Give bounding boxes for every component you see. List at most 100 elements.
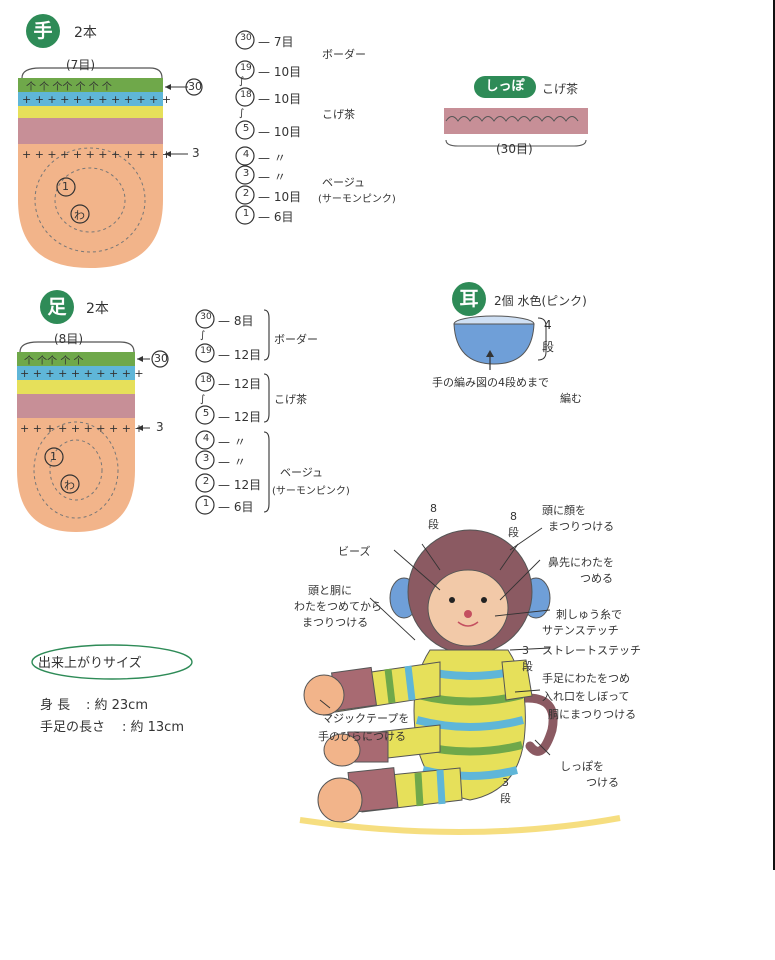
hand-row-text: — 〃 xyxy=(258,151,286,165)
foot-row-text: — 12目 xyxy=(218,410,262,424)
note-emb-2: サテンステッチ xyxy=(542,624,619,637)
note-magic-2: 手のひらにつける xyxy=(318,730,406,743)
foot-row-marker-mid: 3 xyxy=(156,420,164,434)
hand-row-text: — 6目 xyxy=(258,210,294,224)
note-rows-3a: 3 xyxy=(522,644,529,657)
note-emb-1: 刺しゅう糸で xyxy=(556,608,622,621)
size-title-oval xyxy=(31,644,193,680)
hand-row-num: 30 xyxy=(240,33,252,43)
hand-center-1-circle xyxy=(56,177,76,197)
hand-row-text: — 10目 xyxy=(258,190,302,204)
foot-group-brown: こげ茶 xyxy=(274,393,307,406)
ear-rows-unit: 段 xyxy=(542,340,555,354)
foot-row-text: — 8目 xyxy=(218,314,254,328)
foot-row-num: 5 xyxy=(202,408,210,419)
svg-text:+ + + + + + + + + +: + + + + + + + + + + xyxy=(20,367,144,380)
foot-badge: 足 xyxy=(40,290,74,324)
ear-rows-num: 4 xyxy=(544,318,552,332)
hand-row-text: — 〃 xyxy=(258,170,286,184)
note-rows-8b: 8 xyxy=(510,510,517,523)
note-head-3: まつりつける xyxy=(302,616,369,629)
ear-badge: 耳 xyxy=(452,282,486,316)
svg-text:个 个个 个 个: 个 个个 个 个 xyxy=(24,355,84,367)
hand-body-salmon xyxy=(18,144,163,268)
svg-text:∫: ∫ xyxy=(239,76,244,87)
hand-row-num: 19 xyxy=(240,63,252,73)
hand-row-num: 3 xyxy=(242,168,250,179)
note-dan-d: 段 xyxy=(500,792,511,805)
hand-count: 2本 xyxy=(74,25,97,41)
hand-row-text: — 10目 xyxy=(258,125,302,139)
hand-band-yellow xyxy=(18,106,163,118)
hand-row-text: — 10目 xyxy=(258,92,302,106)
hand-row-text: — 10目 xyxy=(258,65,302,79)
note-dan-b: 段 xyxy=(508,526,519,539)
note-limbs-1: 手足にわたをつめ xyxy=(542,672,630,685)
foot-top-stitches: (8目) xyxy=(54,332,83,346)
hand-stitch-row: + + + + + + + + + + + + xyxy=(22,148,171,161)
foot-row-text: — 12目 xyxy=(218,377,262,391)
hand-group-salmon: (サーモンピンク) xyxy=(318,194,396,205)
foot-row-text: — 6目 xyxy=(218,500,254,514)
tail-color: こげ茶 xyxy=(542,82,579,96)
hand-group-brown: こげ茶 xyxy=(322,108,355,121)
note-limbs-3: 胴にまつりつける xyxy=(548,708,637,721)
note-face-1: 頭に顔を xyxy=(542,504,586,517)
hand-legend-circles xyxy=(235,30,255,225)
foot-row-text: — 12目 xyxy=(218,478,262,492)
svg-text:∫: ∫ xyxy=(239,108,244,119)
note-limbs-2: 入れ口をしぼって xyxy=(542,690,630,703)
foot-row-num: 18 xyxy=(200,375,212,385)
foot-row-text: — 〃 xyxy=(218,455,246,469)
hand-top-stitches: (7目) xyxy=(66,58,95,72)
hand-diagram: + + + + + + + + + + + + + + + + + + + + … xyxy=(18,30,255,268)
foot-row-text: — 〃 xyxy=(218,435,246,449)
foot-row-text: — 12目 xyxy=(218,348,262,362)
tail-diagram xyxy=(444,108,588,147)
hand-stitch-row: 个 个 个个 个 个 个 xyxy=(26,81,112,93)
note-nose-1: 鼻先にわたを xyxy=(548,556,614,569)
ear-desc: 2個 水色(ピンク) xyxy=(494,294,587,308)
hand-stitch-row: + + + + + + + + + + + + xyxy=(22,93,171,106)
hand-band-brown xyxy=(18,118,163,144)
hand-row-text: — 7目 xyxy=(258,35,294,49)
hand-band-blue xyxy=(18,92,163,106)
hand-row-num: 5 xyxy=(242,123,250,134)
hand-top-bracket xyxy=(21,67,163,79)
foot-row-marker-top: 30 xyxy=(154,352,168,365)
svg-text:+ + + + + + + + + +: + + + + + + + + + + xyxy=(20,422,144,435)
hand-row-num: 1 xyxy=(242,208,250,219)
hand-center-wa: わ xyxy=(74,209,85,222)
foot-row-num: 30 xyxy=(200,312,212,322)
hand-group-beige: ベージュ xyxy=(322,176,366,189)
hand-center-1: 1 xyxy=(62,180,69,193)
foot-group-salmon: (サーモンピンク) xyxy=(272,486,350,497)
note-tail-1: しっぽを xyxy=(560,760,604,773)
hand-row-marker-mid: 3 xyxy=(192,146,200,160)
note-tail-2: つける xyxy=(586,776,619,789)
hand-row-num: 18 xyxy=(240,90,252,100)
ear-diagram xyxy=(453,315,547,370)
svg-text:∫: ∫ xyxy=(200,394,205,405)
note-beads: ビーズ xyxy=(338,545,371,558)
tail-stitches: (30目) xyxy=(496,142,533,156)
foot-count: 2本 xyxy=(86,301,109,317)
size-title: 出来上がりサイズ xyxy=(38,656,142,671)
foot-row-num: 3 xyxy=(202,453,210,464)
note-head-2: わたをつめてから xyxy=(294,600,382,613)
hand-dash-inner xyxy=(54,167,126,233)
hand-group-border: ボーダー xyxy=(322,48,366,61)
hand-center-wa-circle xyxy=(70,204,90,224)
ear-note-2: 編む xyxy=(560,392,582,405)
ear-note-1: 手の編み図の4段めまで xyxy=(432,376,549,389)
hand-band-green xyxy=(18,78,163,92)
size-height-value: : 約 23cm xyxy=(86,698,148,713)
note-head-1: 頭と胴に xyxy=(308,584,352,597)
monkey-illustration xyxy=(299,527,621,835)
size-limb-value: : 約 13cm xyxy=(122,720,184,735)
note-dan-c: 段 xyxy=(522,660,533,673)
hand-row-num: 4 xyxy=(242,149,250,160)
foot-center-wa: わ xyxy=(64,479,75,492)
note-face-2: まつりつける xyxy=(548,520,615,533)
foot-group-beige: ベージュ xyxy=(280,466,324,479)
